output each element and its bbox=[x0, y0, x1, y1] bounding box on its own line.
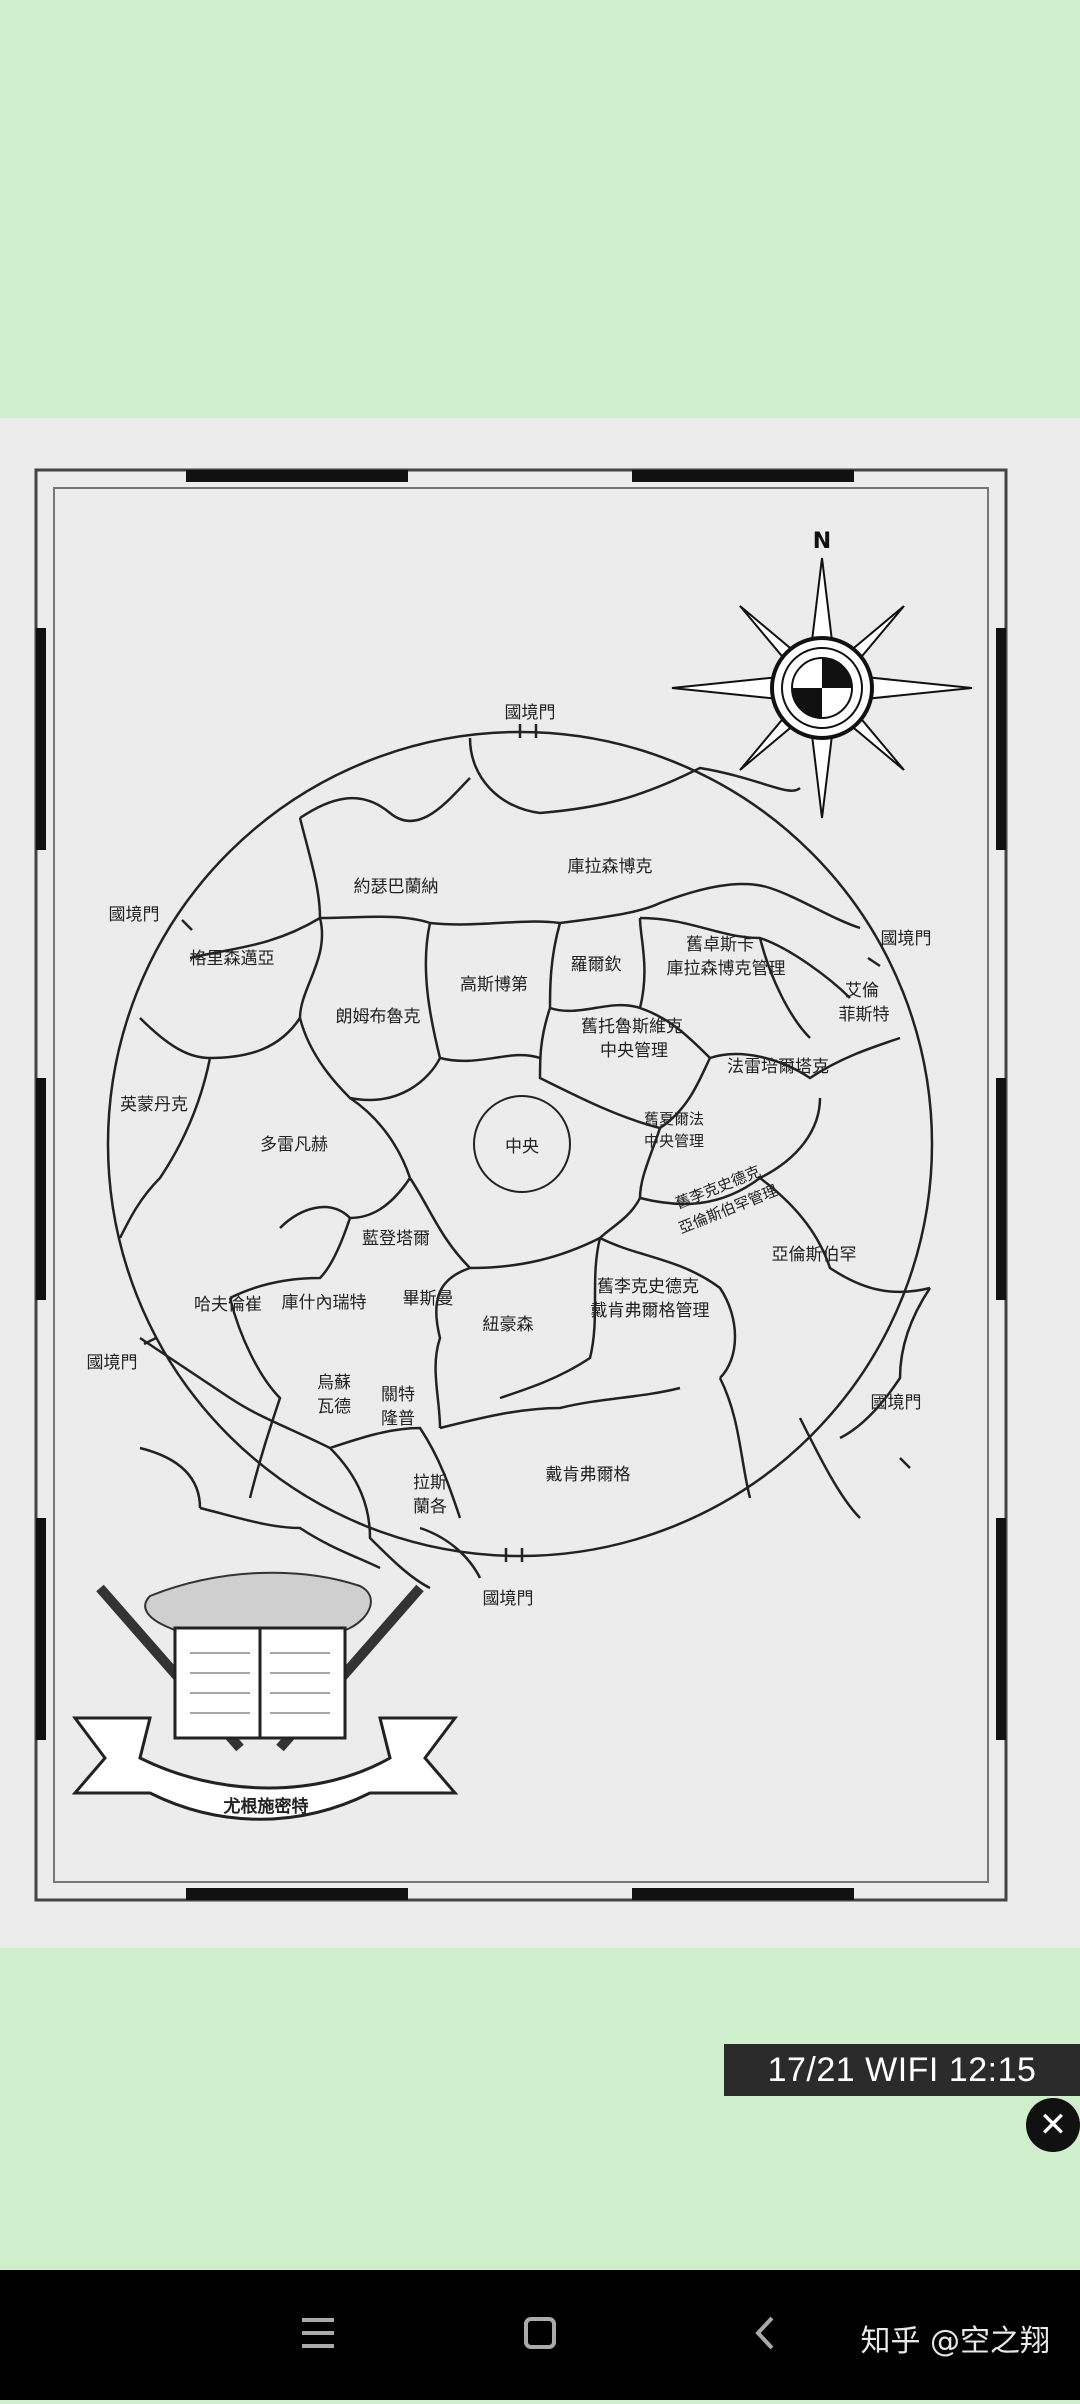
status-readout: 17/21 WIFI 12:15 bbox=[724, 2044, 1080, 2096]
label-c2: 約瑟巴蘭納 bbox=[354, 877, 439, 897]
label-emblem: 尤根施密特 bbox=[224, 1796, 309, 1817]
label-c5a: 舊卓斯卡 bbox=[686, 935, 754, 955]
label-gate-top: 國境門 bbox=[505, 703, 556, 723]
label-c16: 藍登塔爾 bbox=[362, 1229, 430, 1249]
label-gate-bottom: 國境門 bbox=[483, 1589, 534, 1609]
label-c19: 庫什內瑞特 bbox=[282, 1293, 367, 1313]
svg-text:N: N bbox=[813, 529, 831, 554]
label-c23b: 瓦德 bbox=[317, 1397, 351, 1417]
label-c22: 紐豪森 bbox=[483, 1314, 534, 1335]
label-c9a: 舊托魯斯維克 bbox=[581, 1017, 683, 1037]
territory-map bbox=[106, 730, 934, 1590]
label-c3: 格里森邁亞 bbox=[190, 949, 275, 969]
label-c7: 朗姆布魯克 bbox=[336, 1007, 421, 1027]
label-c21a: 舊李克史德克 bbox=[597, 1277, 699, 1297]
label-c24a: 關特 bbox=[381, 1385, 415, 1405]
label-c17: 亞倫斯伯罕 bbox=[772, 1245, 857, 1265]
label-c4: 羅爾欽 bbox=[571, 955, 622, 975]
nav-home-button[interactable] bbox=[480, 2270, 600, 2400]
close-button[interactable]: ✕ bbox=[1026, 2098, 1080, 2152]
image-viewer[interactable]: N bbox=[0, 0, 1080, 2270]
compass-rose-icon: N bbox=[671, 529, 973, 819]
label-c5b: 庫拉森博克管理 bbox=[667, 959, 786, 979]
home-square-icon bbox=[524, 2317, 556, 2349]
menu-icon bbox=[302, 2318, 334, 2348]
watermark: 知乎 @空之翔 bbox=[860, 2324, 1050, 2359]
label-c1: 庫拉森博克 bbox=[568, 857, 653, 877]
emblem-icon bbox=[71, 1571, 459, 1821]
label-c8: 高斯博第 bbox=[460, 975, 528, 995]
label-c18: 哈夫倫崔 bbox=[194, 1295, 262, 1315]
label-c12: 多雷凡赫 bbox=[260, 1135, 328, 1155]
navigation-bar: 知乎 @空之翔 bbox=[0, 2270, 1080, 2400]
label-c20: 畢斯曼 bbox=[403, 1289, 454, 1309]
label-c14a: 舊夏爾法 bbox=[644, 1110, 704, 1128]
label-c25b: 蘭各 bbox=[413, 1497, 447, 1517]
label-gate-left-top: 國境門 bbox=[109, 905, 160, 925]
label-c13: 中央 bbox=[505, 1137, 539, 1157]
nav-menu-button[interactable] bbox=[258, 2270, 378, 2400]
label-c26: 戴肯弗爾格 bbox=[546, 1465, 631, 1485]
back-chevron-icon bbox=[755, 2316, 774, 2350]
label-c11: 英蒙丹克 bbox=[120, 1095, 188, 1115]
label-c24b: 隆普 bbox=[381, 1409, 415, 1429]
map-drawing: N bbox=[34, 468, 1008, 1902]
nav-back-button[interactable] bbox=[706, 2270, 826, 2400]
label-c23a: 烏蘇 bbox=[317, 1373, 351, 1393]
label-gate-right-top: 國境門 bbox=[881, 929, 932, 949]
map-image[interactable]: N bbox=[0, 418, 1080, 1948]
label-gate-right-bottom: 國境門 bbox=[871, 1393, 922, 1413]
label-gate-left-bottom: 國境門 bbox=[87, 1353, 138, 1373]
label-c21b: 戴肯弗爾格管理 bbox=[591, 1301, 710, 1321]
label-c25a: 拉斯 bbox=[413, 1473, 447, 1493]
label-c6b: 菲斯特 bbox=[839, 1005, 890, 1025]
label-c6a: 艾倫 bbox=[845, 981, 879, 1001]
label-c14b: 中央管理 bbox=[644, 1132, 704, 1150]
label-c10: 法雷培爾塔克 bbox=[727, 1057, 829, 1077]
label-c9b: 中央管理 bbox=[600, 1041, 668, 1061]
